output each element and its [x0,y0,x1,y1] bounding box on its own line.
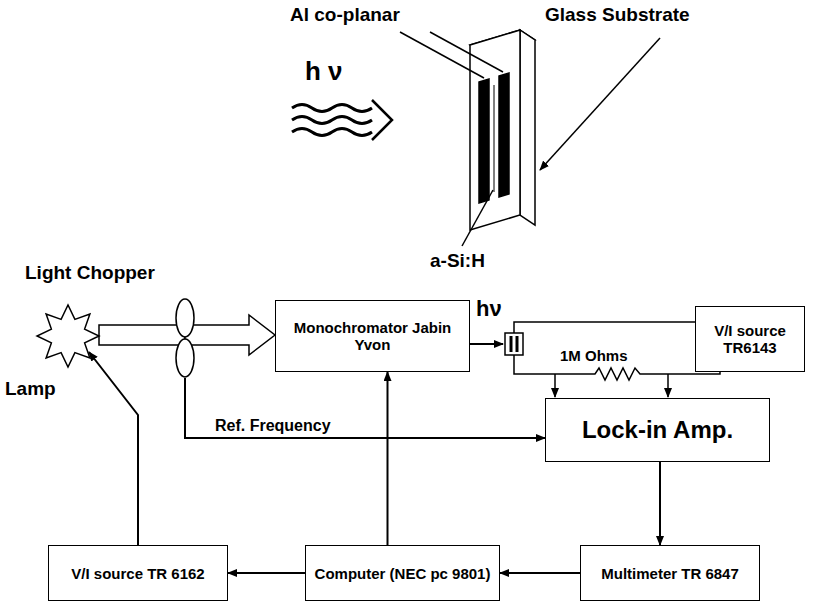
light-symbol: h ν [305,56,343,87]
connector [387,372,389,545]
node-text: Lamp [5,378,56,400]
connector [89,352,138,545]
node-text: Lock-in Amp. [582,416,733,444]
resistor-value: 1M Ohms [560,347,628,364]
node-text: V/I source TR 6162 [71,565,204,582]
monochromator-box: Monochromator Jabin Yvon [275,300,470,372]
chopper-blades [165,298,205,378]
source-box: V/I source TR 6162 [48,545,228,601]
connector [185,378,545,438]
lock-in-box: Lock-in Amp. [545,398,770,462]
part-name: a-Si:H [430,250,485,272]
lamp-star [35,303,101,369]
part-name: Al co-planar [290,4,400,26]
connector [500,572,580,574]
connector [228,572,305,574]
computer-box: Computer (NEC pc 9801) [305,545,500,601]
light-chopper: Light Chopper [25,262,240,378]
connector [99,325,185,345]
source-box: V/I source TR6143 [695,306,805,372]
node-text: Computer (NEC pc 9801) [315,565,491,582]
leader-lines [400,32,660,246]
multimeter-box: Multimeter TR 6847 [580,545,760,601]
node-text: Multimeter TR 6847 [601,565,739,582]
node-text: Monochromator Jabin Yvon [282,319,463,353]
edge-label: Ref. Frequency [215,417,331,435]
circuit-wires [470,322,720,397]
light-symbol: hν [476,296,502,322]
connector [185,315,275,355]
lamp-symbol: Lamp [5,300,103,412]
part-name: Glass Substrate [545,4,690,26]
light-waves [292,100,392,140]
node-text: Light Chopper [25,262,155,284]
node-text: V/I source TR6143 [702,322,798,356]
connector [659,462,661,545]
